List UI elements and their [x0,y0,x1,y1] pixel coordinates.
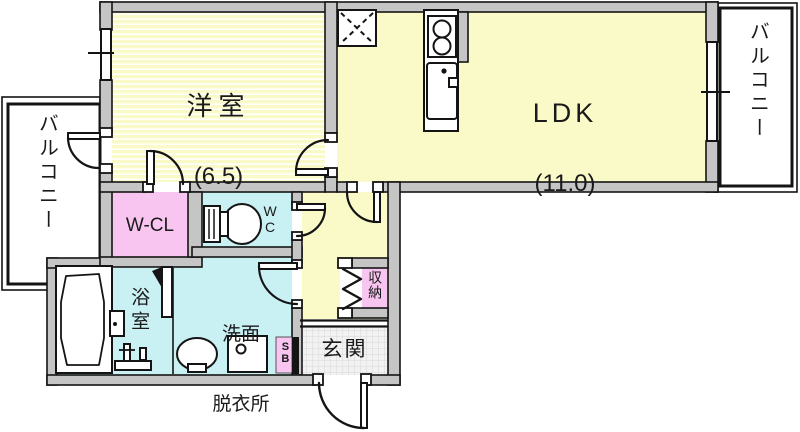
western-room-label: 洋室 (6.5) [186,91,251,190]
wc-label: WC [262,203,279,235]
storage-folding-door [341,267,363,311]
storage-label: 収納 [367,270,384,300]
entrance-floor [302,328,388,375]
bathtub-icon [55,265,125,374]
ldk-label: LDK (11.0) [532,98,598,197]
shoe-box-label: SB [279,341,292,365]
toilet-icon [203,203,262,245]
entrance-label: 玄関 [321,338,368,361]
entrance-step [300,319,388,328]
shower-faucet-icon [114,343,152,371]
bath-label: 浴室 [128,287,150,335]
wcl-floor [112,192,188,257]
refrigerator-space-icon [337,9,377,47]
wcl-label: W-CL [125,215,175,236]
washroom-door-leaf [258,262,298,270]
windows [88,28,730,142]
hall-ldk-door-leaf [373,191,381,223]
balcony-right-label: バルコニー [746,21,769,141]
doors [66,132,381,430]
front-door-leaf [360,382,368,429]
kitchen-counter-icon [423,9,459,132]
balcony-left-label: バルコニー [35,113,58,233]
window-west [100,28,112,81]
bath-door [152,266,174,374]
washbasin-icon [176,337,218,373]
washer-pan-icon [227,335,268,373]
walls [46,1,719,386]
washroom-label: 洗面 脱衣所 [212,324,270,415]
storage-floor [362,268,388,308]
ldk-floor [337,12,706,182]
balcony-door-leaf [67,132,101,140]
shoe-box-icon [275,336,299,374]
